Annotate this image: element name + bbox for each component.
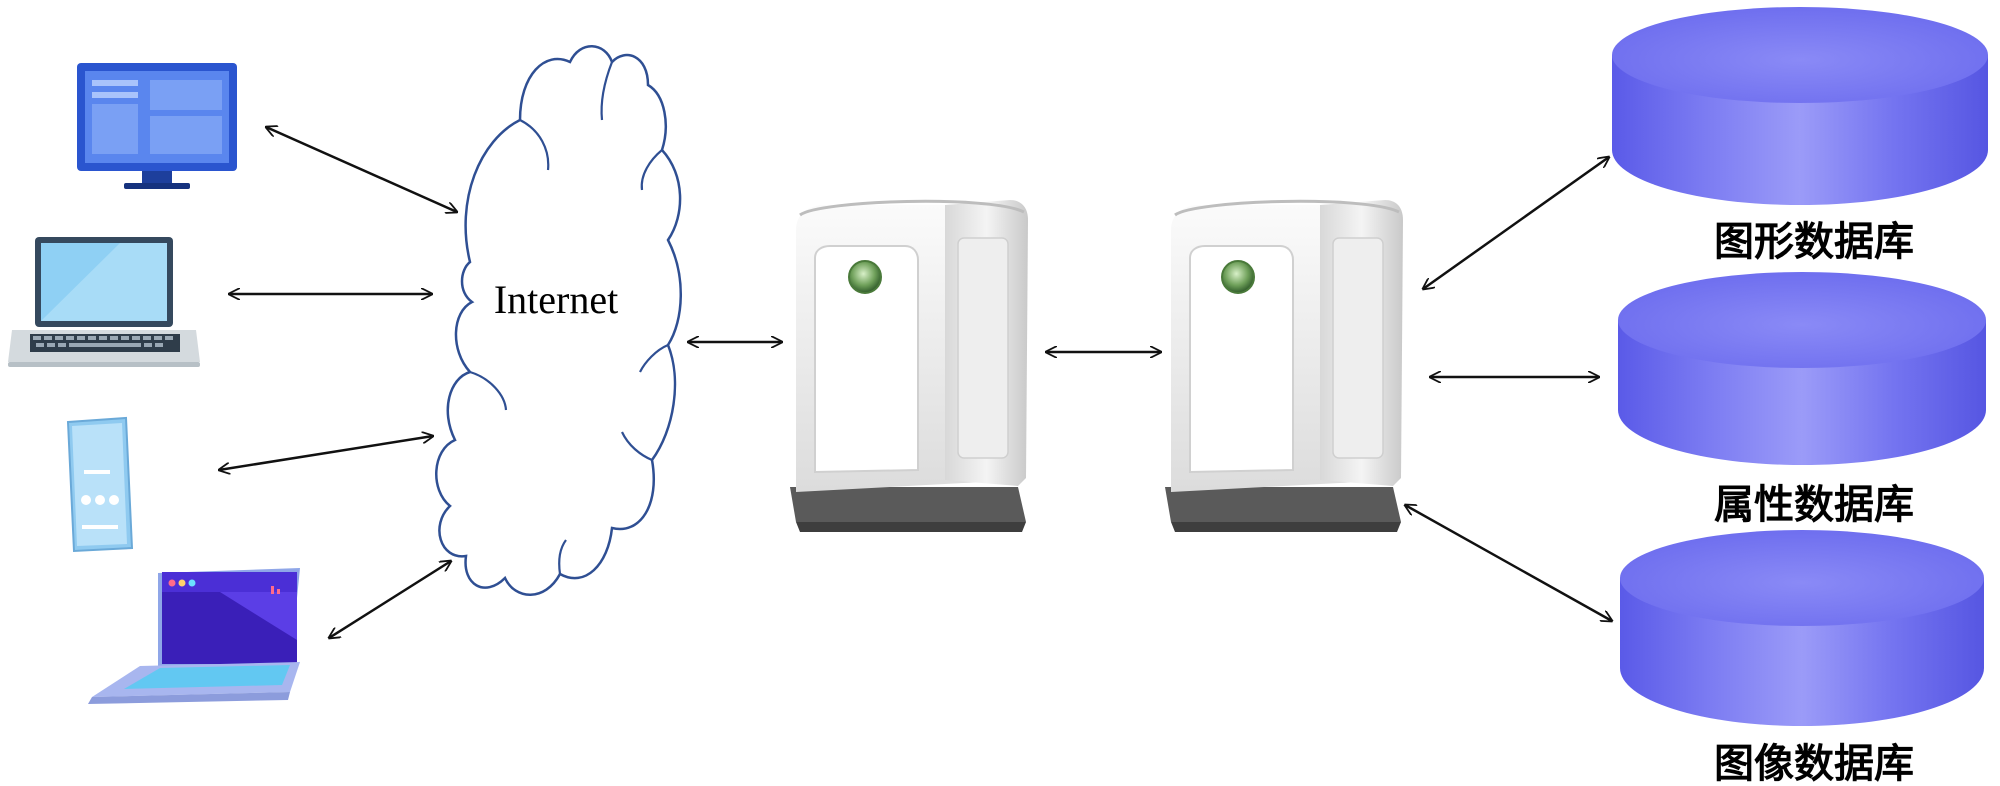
server-tower-icon	[790, 200, 1028, 532]
arrow-tablet-internet	[219, 436, 433, 470]
arrow-server-graphic-db	[1423, 157, 1609, 289]
arrow-monitor-internet	[266, 127, 457, 212]
arrow-server-image-db	[1405, 505, 1612, 621]
internet-label: Internet	[494, 277, 618, 322]
database-cylinder-icon	[1618, 272, 1986, 465]
tablet-icon	[68, 418, 132, 551]
laptop-app-icon	[88, 568, 300, 704]
laptop-icon	[8, 237, 200, 367]
db-label-attribute: 属性数据库	[1714, 481, 1914, 528]
db-label-image: 图像数据库	[1714, 740, 1914, 786]
server-tower-icon	[1165, 200, 1403, 532]
database-cylinder-icon	[1612, 7, 1988, 205]
arrow-laptop2-internet	[329, 561, 451, 638]
monitor-icon	[77, 63, 237, 189]
db-label-graphic: 图形数据库	[1714, 218, 1914, 265]
database-cylinder-icon	[1620, 530, 1984, 726]
internet-cloud: Internet	[436, 46, 680, 595]
